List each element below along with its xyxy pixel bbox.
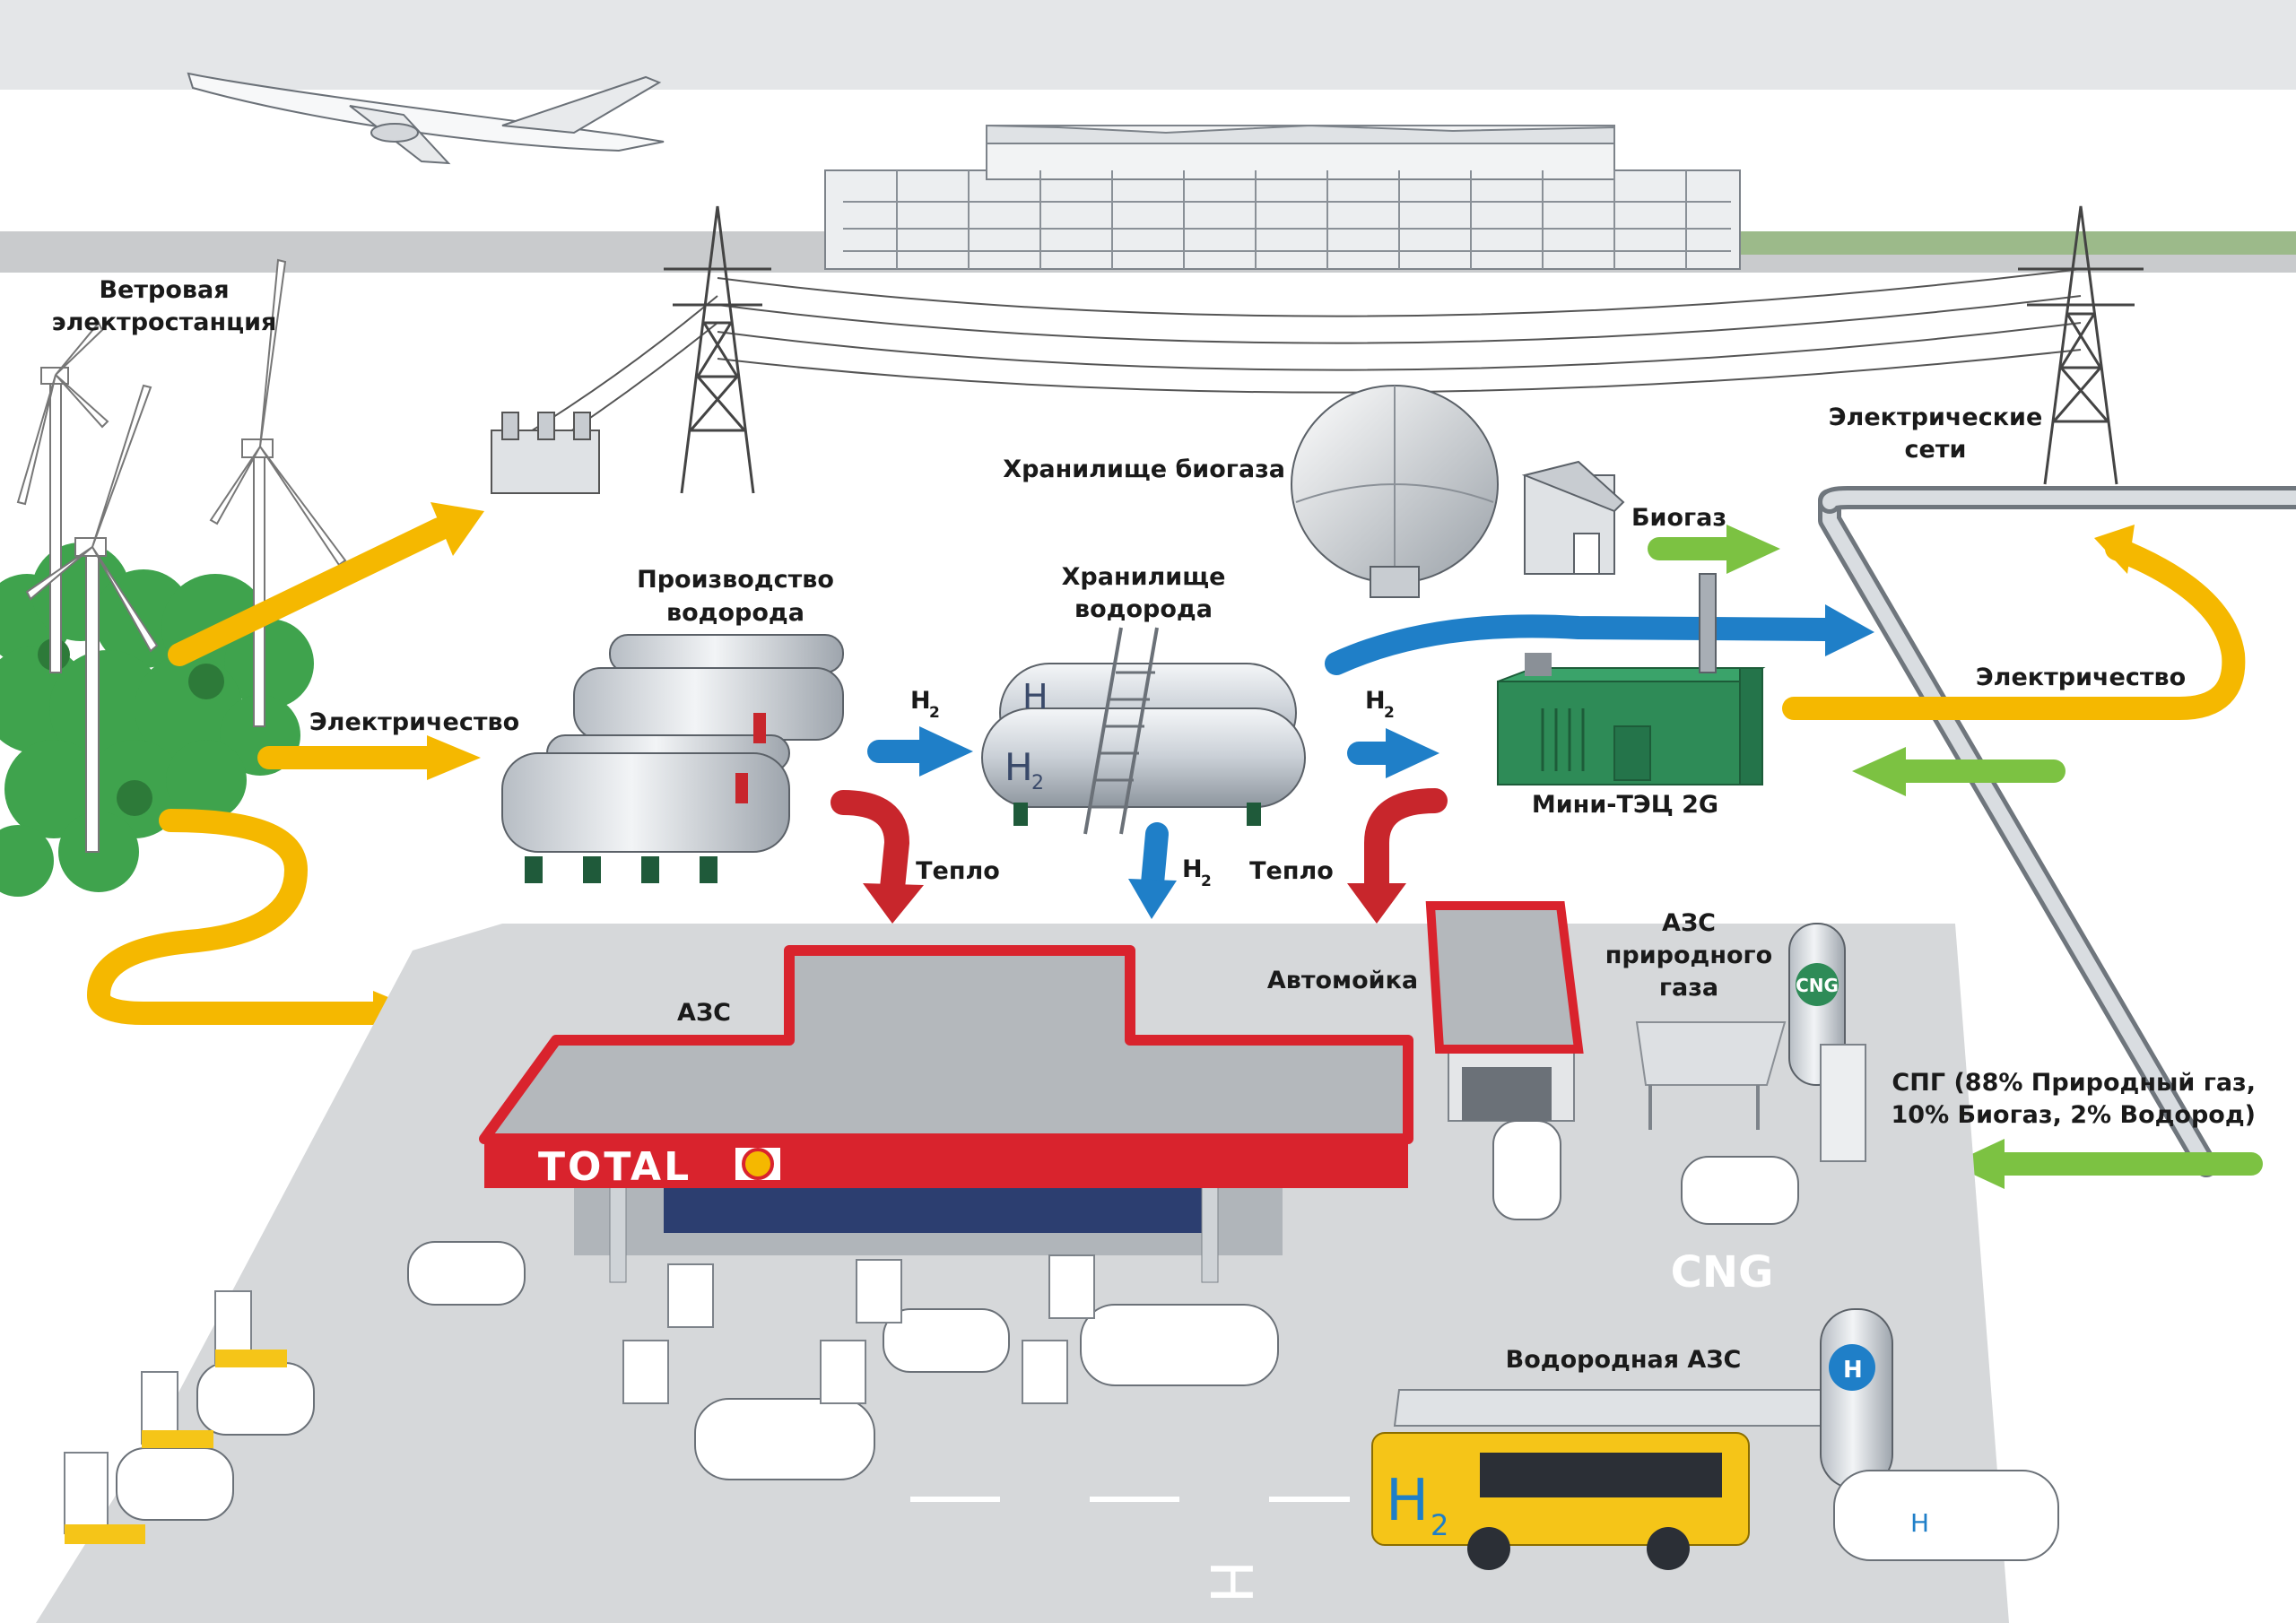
label-h2-storage-2: водорода bbox=[1074, 595, 1213, 623]
label-h2-production-1: Производство bbox=[637, 566, 834, 594]
h2-badge-text: H bbox=[1843, 1357, 1863, 1384]
ground-h2-text: H bbox=[1196, 1560, 1263, 1603]
label-heat-right: Тепло bbox=[1249, 857, 1334, 885]
hydrogen-bus bbox=[1371, 1432, 1750, 1570]
label-h2-arrow-down-sub: 2 bbox=[1201, 872, 1212, 890]
cng-station bbox=[1635, 923, 1866, 1162]
label-wind-1: Ветровая bbox=[99, 276, 229, 304]
heat-flow-arrows bbox=[831, 788, 1448, 900]
car-h2-text: H bbox=[1910, 1508, 1929, 1538]
label-h2-storage-1: Хранилище bbox=[1062, 563, 1226, 591]
label-h2-arrow-down: H bbox=[1182, 855, 1203, 883]
airplane-icon bbox=[187, 72, 665, 165]
label-h2-arrow-1-sub: 2 bbox=[929, 704, 940, 722]
label-h2-arrow-1: H bbox=[910, 687, 931, 715]
svg-text:H: H bbox=[1022, 677, 1048, 716]
cars bbox=[116, 1120, 2059, 1561]
pylon-right-icon bbox=[2018, 205, 2144, 485]
biogas-arrowheads bbox=[1726, 525, 2005, 1189]
h2-arrow-down bbox=[1141, 822, 1169, 895]
h2-arrow-to-pipe bbox=[1325, 614, 1841, 675]
label-heat-left: Тепло bbox=[916, 857, 1000, 885]
hydrogen-storage-tanks: H 2 H bbox=[981, 627, 1306, 835]
cng-ground-text: CNG bbox=[1671, 1247, 1774, 1298]
label-power-grid-2: сети bbox=[1905, 436, 1967, 464]
label-h2-station: Водородная АЗС bbox=[1506, 1346, 1742, 1374]
heat-arrowheads bbox=[863, 883, 1406, 924]
substation-equipment bbox=[491, 412, 600, 494]
label-cng-station-2: природного bbox=[1605, 942, 1772, 969]
hydrogen-flow-arrows bbox=[867, 614, 1841, 895]
total-brand-text: TOTAL bbox=[538, 1144, 691, 1190]
label-electricity-right: Электричество bbox=[1976, 664, 2186, 691]
label-cng-mix-1: СПГ (88% Природный газ, bbox=[1892, 1069, 2256, 1097]
label-biogas-storage: Хранилище биогаза bbox=[1003, 456, 1285, 483]
label-biogas: Биогаз bbox=[1631, 504, 1726, 532]
hydrogen-electrolyzers bbox=[501, 634, 844, 883]
label-chp: Мини-ТЭЦ 2G bbox=[1532, 791, 1718, 819]
car-wash-building bbox=[1425, 901, 1584, 1122]
label-h2-arrow-2-sub: 2 bbox=[1384, 704, 1395, 722]
biogas-storage-dome bbox=[1291, 385, 1625, 598]
wind-turbine-icon bbox=[16, 258, 347, 853]
label-h2-arrow-2: H bbox=[1365, 687, 1386, 715]
gas-station-building bbox=[479, 945, 1413, 1283]
label-h2-production-2: водорода bbox=[666, 599, 804, 627]
label-cng-station-3: газа bbox=[1659, 974, 1718, 1002]
label-cng-station-1: АЗС bbox=[1662, 909, 1716, 937]
sky-band bbox=[0, 0, 2296, 90]
total-logo-icon bbox=[742, 1148, 774, 1180]
tank-h2-label-sub: 2 bbox=[1031, 772, 1044, 794]
fuel-pumps bbox=[622, 1254, 1095, 1404]
label-electricity-left: Электричество bbox=[309, 708, 519, 736]
mini-chp-unit bbox=[1497, 573, 1766, 785]
label-station: АЗС bbox=[677, 999, 731, 1027]
pylon-left-icon bbox=[664, 205, 771, 494]
bus-h2-sub: 2 bbox=[1431, 1508, 1448, 1542]
label-wind-2: электростанция bbox=[52, 308, 277, 336]
label-power-grid-1: Электрические bbox=[1829, 404, 2043, 431]
label-car-wash: Автомойка bbox=[1267, 967, 1418, 994]
label-cng-mix-2: 10% Биогаз, 2% Водород) bbox=[1892, 1101, 2257, 1129]
grass-band bbox=[1740, 231, 2296, 255]
ev-chargers bbox=[64, 1290, 287, 1544]
heat-arrow-left bbox=[831, 790, 909, 900]
hydrogen-station bbox=[1393, 1308, 1893, 1489]
electricity-arrow-to-grid bbox=[168, 517, 451, 666]
forest bbox=[0, 542, 314, 897]
bus-h2-text: H bbox=[1386, 1468, 1429, 1534]
hydrogen-arrowheads bbox=[919, 604, 1874, 919]
electricity-arrow-from-grid bbox=[1782, 537, 2246, 720]
tank-h2-label: H bbox=[1004, 745, 1033, 789]
biogas-flow-arrows bbox=[1648, 537, 2263, 1176]
electricity-arrow-to-station bbox=[87, 809, 388, 1025]
heat-arrow-right bbox=[1364, 788, 1448, 900]
airport-terminal bbox=[824, 124, 1741, 270]
electricity-flow-arrows bbox=[87, 517, 2246, 1025]
cng-badge-text: CNG bbox=[1796, 975, 1839, 996]
gas-pipeline bbox=[1818, 486, 2296, 1177]
